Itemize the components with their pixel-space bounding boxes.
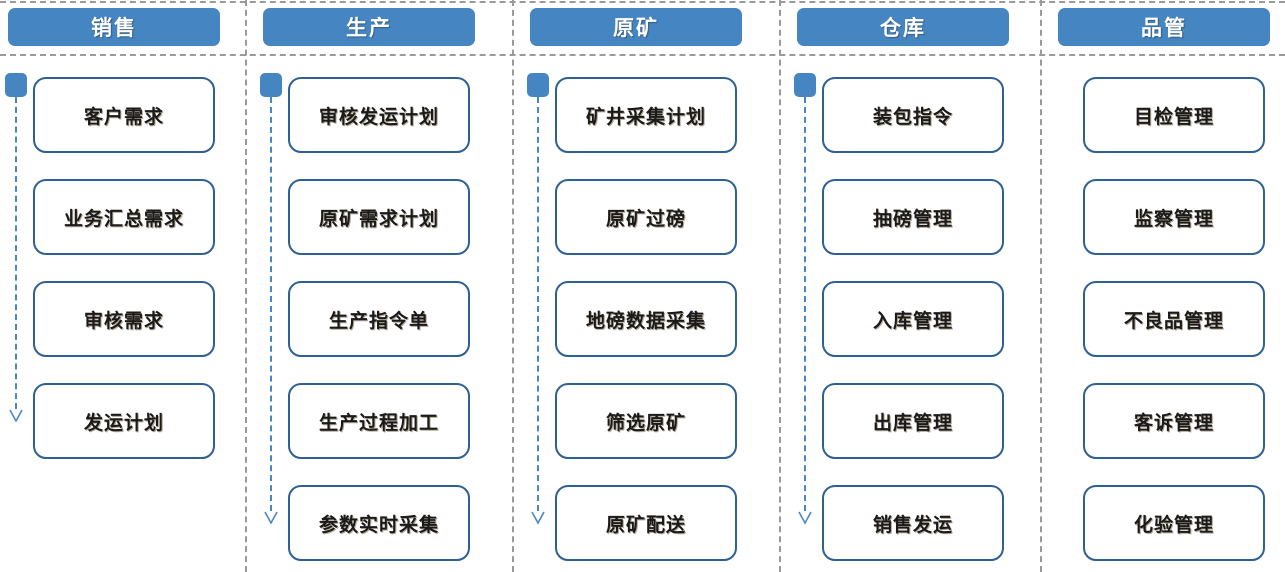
process-node[interactable]: 参数实时采集 xyxy=(288,485,470,561)
column-4: 仓库装包指令抽磅管理入库管理出库管理销售发运 xyxy=(789,0,1034,572)
flow-arrow-stem xyxy=(537,97,539,511)
column-3: 原矿矿井采集计划原矿过磅地磅数据采集筛选原矿原矿配送 xyxy=(522,0,767,572)
node-list: 客户需求业务汇总需求审核需求发运计划 xyxy=(33,77,215,485)
flow-arrow-stem xyxy=(804,97,806,511)
process-node[interactable]: 抽磅管理 xyxy=(822,179,1004,255)
process-node[interactable]: 生产指令单 xyxy=(288,281,470,357)
node-list: 审核发运计划原矿需求计划生产指令单生产过程加工参数实时采集 xyxy=(288,77,470,572)
column-header[interactable]: 品管 xyxy=(1058,8,1270,46)
column-2: 生产审核发运计划原矿需求计划生产指令单生产过程加工参数实时采集 xyxy=(255,0,500,572)
node-list: 矿井采集计划原矿过磅地磅数据采集筛选原矿原矿配送 xyxy=(555,77,737,572)
process-node[interactable]: 装包指令 xyxy=(822,77,1004,153)
process-node[interactable]: 化验管理 xyxy=(1083,485,1265,561)
column-header[interactable]: 生产 xyxy=(263,8,475,46)
flow-start-marker xyxy=(527,73,549,97)
flow-arrow-stem xyxy=(15,97,17,409)
top-divider-line xyxy=(0,1,1285,3)
flow-arrow-head xyxy=(798,511,812,525)
process-node[interactable]: 原矿需求计划 xyxy=(288,179,470,255)
column-divider-4 xyxy=(1040,0,1042,572)
process-node[interactable]: 客户需求 xyxy=(33,77,215,153)
column-header[interactable]: 原矿 xyxy=(530,8,742,46)
flow-start-marker xyxy=(794,73,816,97)
process-node[interactable]: 销售发运 xyxy=(822,485,1004,561)
process-node[interactable]: 生产过程加工 xyxy=(288,383,470,459)
process-node[interactable]: 客诉管理 xyxy=(1083,383,1265,459)
process-node[interactable]: 入库管理 xyxy=(822,281,1004,357)
column-divider-1 xyxy=(245,0,247,572)
process-node[interactable]: 发运计划 xyxy=(33,383,215,459)
column-header[interactable]: 销售 xyxy=(8,8,220,46)
process-node[interactable]: 原矿配送 xyxy=(555,485,737,561)
process-node[interactable]: 业务汇总需求 xyxy=(33,179,215,255)
flow-arrow-head xyxy=(264,511,278,525)
column-divider-2 xyxy=(512,0,514,572)
process-node[interactable]: 地磅数据采集 xyxy=(555,281,737,357)
flow-arrow-head xyxy=(531,511,545,525)
process-node[interactable]: 审核需求 xyxy=(33,281,215,357)
process-node[interactable]: 审核发运计划 xyxy=(288,77,470,153)
flow-arrow-stem xyxy=(270,97,272,511)
node-list: 目检管理监察管理不良品管理客诉管理化验管理 xyxy=(1083,77,1265,572)
process-node[interactable]: 不良品管理 xyxy=(1083,281,1265,357)
column-divider-3 xyxy=(779,0,781,572)
process-node[interactable]: 矿井采集计划 xyxy=(555,77,737,153)
flow-arrow-head xyxy=(9,409,23,423)
node-list: 装包指令抽磅管理入库管理出库管理销售发运 xyxy=(822,77,1004,572)
column-1: 销售客户需求业务汇总需求审核需求发运计划 xyxy=(0,0,245,572)
flow-start-marker xyxy=(5,73,27,97)
process-node[interactable]: 出库管理 xyxy=(822,383,1004,459)
column-5: 品管目检管理监察管理不良品管理客诉管理化验管理 xyxy=(1050,0,1285,572)
header-divider-line xyxy=(0,54,1285,56)
process-node[interactable]: 目检管理 xyxy=(1083,77,1265,153)
column-header[interactable]: 仓库 xyxy=(797,8,1009,46)
flow-start-marker xyxy=(260,73,282,97)
process-node[interactable]: 监察管理 xyxy=(1083,179,1265,255)
process-node[interactable]: 筛选原矿 xyxy=(555,383,737,459)
process-node[interactable]: 原矿过磅 xyxy=(555,179,737,255)
